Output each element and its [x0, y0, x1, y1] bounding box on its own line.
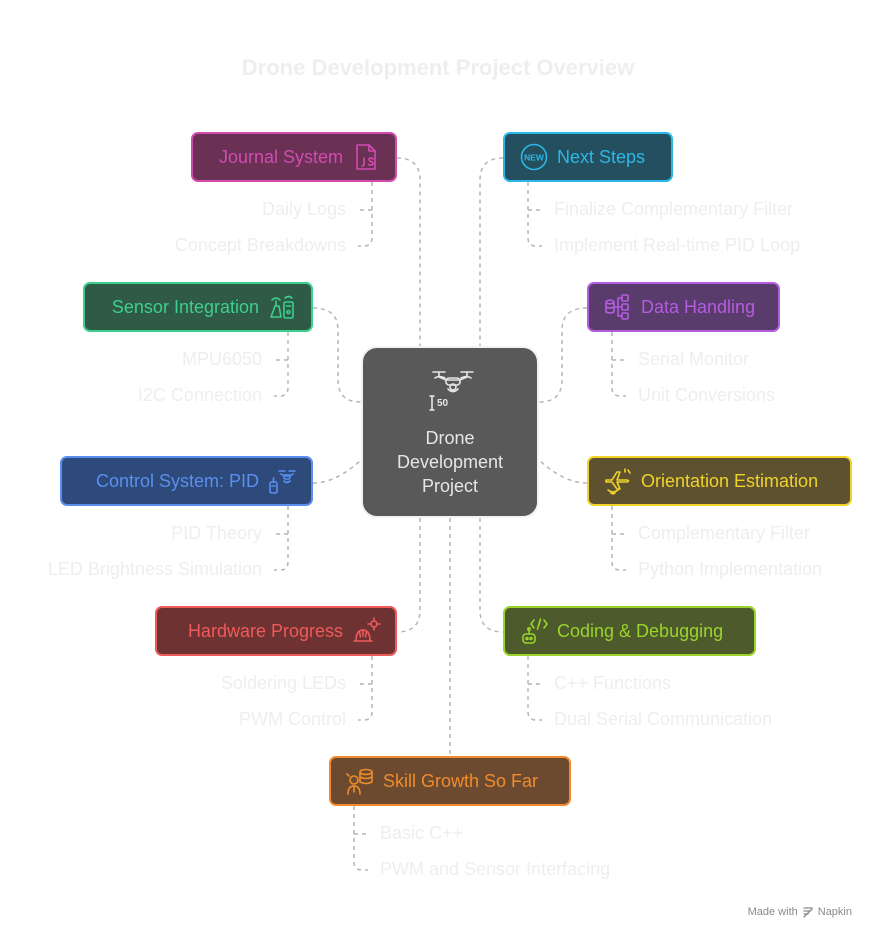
node-data-handling: Data Handling	[587, 282, 780, 332]
drone-icon: 50	[429, 371, 474, 411]
node-label: Skill Growth So Far	[383, 770, 539, 791]
svg-text:50: 50	[437, 398, 449, 409]
subitem-pwm-sensor-interfacing: PWM and Sensor Interfacing	[380, 859, 611, 879]
node-label: Journal System	[218, 146, 343, 167]
napkin-logo-icon	[803, 907, 813, 918]
connector-line	[538, 307, 588, 403]
node-journal-system: Journal System	[191, 132, 397, 182]
connector-line	[396, 518, 421, 633]
person-database-icon	[345, 766, 375, 796]
connector-line	[358, 182, 373, 247]
central-label-line: Drone	[425, 428, 475, 448]
subitem-led-brightness: LED Brightness Simulation	[47, 559, 262, 579]
subitem-finalize-filter: Finalize Complementary Filter	[554, 199, 794, 219]
node-label: Sensor Integration	[111, 296, 259, 317]
node-sensor-integration: Sensor Integration	[83, 282, 313, 332]
node-coding-debugging: Coding & Debugging	[503, 606, 756, 656]
drone-remote-icon	[267, 466, 297, 496]
connector-line	[358, 656, 373, 721]
subitem-python-implementation: Python Implementation	[638, 559, 823, 579]
subitem-unit-conversions: Unit Conversions	[638, 385, 776, 405]
connector-line	[353, 806, 368, 871]
connector-line	[479, 518, 504, 633]
connector-line	[312, 307, 362, 403]
made-with-napkin-credit: Made with Napkin	[748, 906, 852, 918]
subitem-soldering-leds: Soldering LEDs	[220, 673, 346, 693]
subitem-daily-logs: Daily Logs	[261, 199, 346, 219]
node-label: Coding & Debugging	[557, 620, 724, 641]
node-label: Hardware Progress	[187, 620, 343, 641]
connector-line	[274, 332, 289, 397]
credit-brand: Napkin	[817, 906, 852, 918]
subitem-mpu6050: MPU6050	[181, 349, 262, 369]
diagram-title: Drone Development Project Overview	[241, 55, 635, 80]
subitem-realtime-pid: Implement Real-time PID Loop	[554, 235, 801, 255]
subitem-pid-theory: PID Theory	[171, 523, 262, 543]
subitem-dual-serial: Dual Serial Communication	[554, 709, 773, 729]
sensor-device-icon	[267, 292, 297, 322]
node-next-steps: NEW Next Steps	[503, 132, 673, 182]
credit-text: Made with	[747, 906, 798, 918]
subitem-cpp-functions: C++ Functions	[554, 673, 672, 693]
hardhat-gear-icon	[351, 616, 381, 646]
node-label: Orientation Estimation	[641, 470, 819, 491]
js-file-icon	[351, 142, 381, 172]
airplane-signal-icon	[603, 466, 633, 496]
connector-line	[312, 459, 362, 484]
node-skill-growth: Skill Growth So Far	[329, 756, 571, 806]
connector-line	[274, 506, 289, 571]
central-node-label: Drone Development Project	[363, 426, 537, 498]
connector-line	[527, 182, 542, 247]
connector-line	[611, 506, 626, 571]
new-badge-icon: NEW	[519, 142, 549, 172]
central-label-line: Project	[421, 476, 479, 496]
svg-text:NEW: NEW	[524, 153, 545, 163]
subitem-concept-breakdowns: Concept Breakdowns	[174, 235, 346, 255]
connector-line	[538, 459, 588, 484]
connector-line	[611, 332, 626, 397]
connector-line	[396, 157, 421, 346]
node-label: Next Steps	[557, 146, 646, 167]
connector-line	[479, 157, 504, 346]
data-flow-icon	[603, 292, 633, 322]
subitem-complementary-filter: Complementary Filter	[638, 523, 811, 543]
node-label: Control System: PID	[95, 470, 259, 491]
node-label: Data Handling	[641, 296, 756, 317]
subitem-serial-monitor: Serial Monitor	[638, 349, 750, 369]
node-control-system: Control System: PID	[60, 456, 313, 506]
subitem-basic-cpp: Basic C++	[380, 823, 464, 843]
subitem-pwm-control: PWM Control	[238, 709, 346, 729]
node-hardware-progress: Hardware Progress	[155, 606, 397, 656]
node-orientation-estimation: Orientation Estimation	[587, 456, 852, 506]
code-robot-icon	[519, 616, 549, 646]
central-node: 50 Drone Development Project	[361, 346, 539, 518]
connector-line	[527, 656, 542, 721]
subitem-i2c-connection: I2C Connection	[137, 385, 262, 405]
central-label-line: Development	[396, 452, 504, 472]
